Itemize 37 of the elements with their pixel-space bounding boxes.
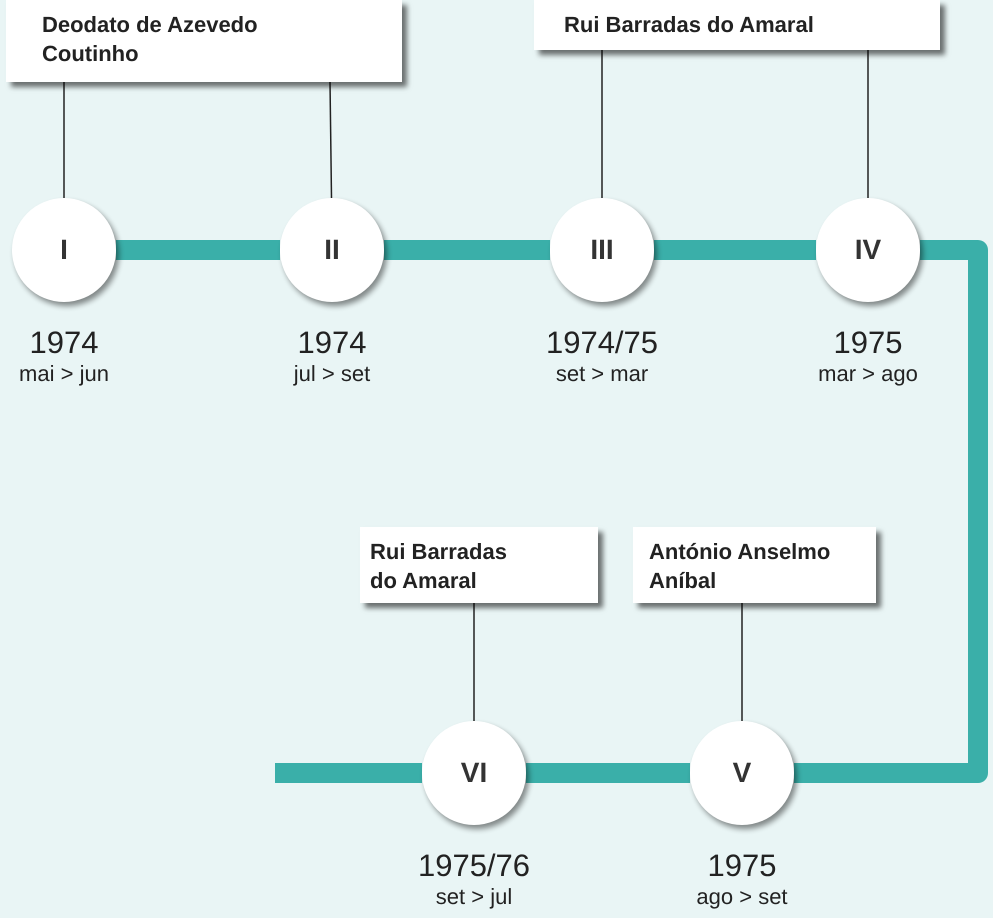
period-label: mar > ago xyxy=(818,360,918,388)
person-name: António Anselmo Aníbal xyxy=(649,538,832,595)
phase-numeral: III xyxy=(590,234,614,266)
person-name: Deodato de Azevedo Coutinho xyxy=(42,11,259,68)
leader-line xyxy=(473,603,475,721)
period-label: set > jul xyxy=(436,883,512,911)
timeline-bar xyxy=(275,763,422,783)
person-name: Rui Barradas do Amaral xyxy=(370,538,508,595)
phase-numeral: V xyxy=(732,757,752,789)
phase-numeral: VI xyxy=(460,757,488,789)
year-label: 1974 xyxy=(298,326,366,360)
year-label: 1975/76 xyxy=(418,849,530,883)
leader-line xyxy=(63,82,65,198)
timeline-bar xyxy=(116,240,280,260)
leader-line xyxy=(601,50,603,198)
year-label: 1974 xyxy=(30,326,98,360)
leader-line xyxy=(867,50,869,198)
timeline-bar xyxy=(654,240,816,260)
period-label: set > mar xyxy=(556,360,648,388)
timeline-bar xyxy=(526,763,690,783)
phase-numeral: I xyxy=(60,234,68,266)
name-box xyxy=(360,527,598,603)
name-box xyxy=(6,0,402,82)
name-box xyxy=(633,527,876,603)
year-label: 1974/75 xyxy=(546,326,658,360)
period-label: jul > set xyxy=(294,360,370,388)
period-label: mai > jun xyxy=(19,360,109,388)
name-box xyxy=(534,0,940,50)
leader-line xyxy=(741,603,743,721)
person-name: Rui Barradas do Amaral xyxy=(564,11,815,39)
period-label: ago > set xyxy=(696,883,788,911)
timeline-bar xyxy=(384,240,550,260)
phase-numeral: II xyxy=(324,234,340,266)
year-label: 1975 xyxy=(708,849,776,883)
phase-numeral: IV xyxy=(854,234,882,266)
leader-line xyxy=(329,82,332,198)
year-label: 1975 xyxy=(834,326,902,360)
